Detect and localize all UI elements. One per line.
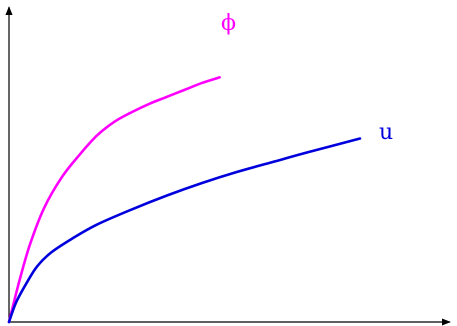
label-layer: ϕ u xyxy=(221,11,393,145)
series-line-u xyxy=(7,137,362,324)
axes xyxy=(5,6,451,326)
series-label-u: u xyxy=(379,120,393,145)
series-layer xyxy=(7,76,362,324)
series-line-phi xyxy=(7,76,221,324)
series-label-phi: ϕ xyxy=(221,11,236,36)
